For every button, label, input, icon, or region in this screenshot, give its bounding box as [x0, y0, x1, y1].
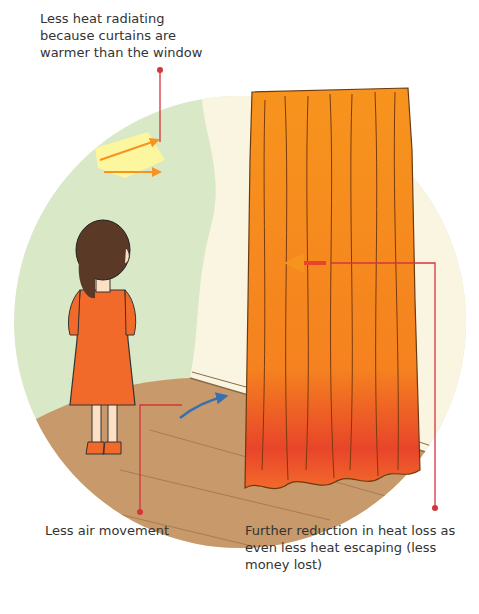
heat-loss-arrow	[288, 261, 326, 265]
heat-arrow	[100, 140, 158, 160]
heat-arrow	[104, 171, 160, 173]
callout-text: Less air movement	[45, 522, 205, 539]
radiation-zone	[95, 132, 165, 178]
callout-text: Further reduction in heat loss as even l…	[245, 522, 460, 573]
air-arrow	[180, 396, 226, 418]
leader-lines	[140, 70, 435, 512]
girl	[68, 220, 135, 454]
callout-text: Less heat radiating because curtains are…	[40, 10, 220, 61]
curtain	[245, 88, 420, 489]
